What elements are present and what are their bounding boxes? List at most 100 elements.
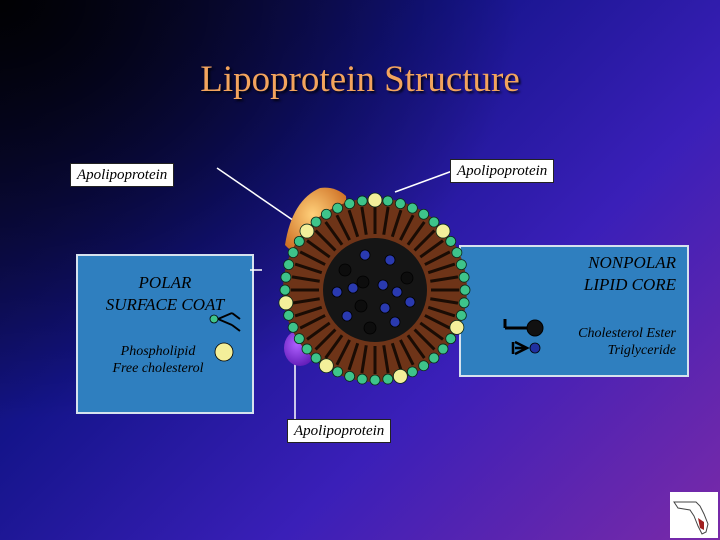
- cholesterol-ester-molecule: [363, 321, 377, 335]
- apolipoprotein-label-right: Apolipoprotein: [450, 159, 555, 183]
- phospholipid-head: [280, 271, 292, 283]
- phospholipid-head: [301, 343, 313, 355]
- phospholipid-icon: [209, 312, 241, 332]
- core-box-items: Cholesterol Ester Triglyceride: [540, 325, 676, 359]
- free-cholesterol-icon: [214, 342, 234, 362]
- phospholipid-tail: [424, 314, 451, 330]
- apolipoprotein-label-left: Apolipoprotein: [70, 163, 175, 187]
- free-cholesterol-label: Free cholesterol: [112, 361, 204, 376]
- phospholipid-tail: [347, 209, 360, 238]
- free-cholesterol-molecule: [392, 368, 408, 384]
- triglyceride-molecule: [404, 296, 416, 308]
- free-cholesterol-molecule: [449, 319, 465, 335]
- triglyceride-molecule: [341, 310, 353, 322]
- apolipoprotein-label-bottom: Apolipoprotein: [287, 419, 392, 443]
- polar-box-items: Phospholipid Free cholesterol: [92, 343, 242, 377]
- phospholipid-head: [332, 202, 344, 214]
- triglyceride-molecule: [389, 316, 401, 328]
- triglyceride-molecule: [384, 254, 396, 266]
- core-molecules: [331, 249, 416, 335]
- state-logo-icon: [670, 492, 718, 538]
- phospholipid-head: [344, 198, 356, 210]
- phospholipid-head: [279, 284, 291, 296]
- phospholipid-tail: [430, 297, 459, 305]
- triglyceride-molecule: [347, 282, 359, 294]
- phospholipid-head: [428, 352, 440, 364]
- phospholipid-tail: [406, 221, 426, 246]
- phospholipid-tail: [299, 314, 326, 330]
- phospholipid-tail: [291, 275, 320, 283]
- phospholipid-head: [451, 247, 463, 259]
- leader-line-apo-right: [394, 169, 456, 193]
- phospholipid-head: [382, 195, 394, 207]
- cholesterol-ester-molecule: [400, 271, 414, 285]
- phospholipid-tails: [291, 206, 459, 374]
- phospholipid-tail: [390, 209, 403, 238]
- phospholipid-tail: [291, 297, 320, 305]
- phospholipid-head: [287, 321, 299, 333]
- cholesterol-ester-molecule: [356, 275, 370, 289]
- free-cholesterol-molecule: [318, 358, 334, 374]
- polar-title-line1: POLAR: [138, 273, 192, 292]
- phospholipid-tail: [360, 206, 368, 235]
- phospholipid-head: [455, 259, 467, 271]
- phospholipid-tail: [314, 328, 337, 351]
- phospholipid-head: [406, 202, 418, 214]
- phospholipid-head: [283, 259, 295, 271]
- phospholipid-head: [310, 352, 322, 364]
- phospholipid-tail: [314, 229, 337, 252]
- phospholipid-tail: [299, 250, 326, 266]
- phospholipid-tail: [413, 328, 436, 351]
- core-title-line1: NONPOLAR: [588, 253, 676, 272]
- polar-surface-coat-box: [76, 254, 254, 414]
- phospholipid-tail: [335, 339, 351, 366]
- cholesterol-ester-molecule: [354, 299, 368, 313]
- free-cholesterol-molecule: [278, 295, 294, 311]
- phospholipid-tail: [306, 321, 331, 341]
- phospholipid-head: [293, 235, 305, 247]
- phospholipid-head: [369, 374, 381, 386]
- phospholipid-label: Phospholipid: [120, 344, 196, 359]
- phospholipid-head: [437, 343, 449, 355]
- phospholipid-head: [394, 198, 406, 210]
- phospholipid-tail: [424, 250, 451, 266]
- phospholipid-tail: [427, 305, 456, 318]
- phospholipid-head: [287, 247, 299, 259]
- phospholipid-tail: [360, 345, 368, 374]
- phospholipid-head: [382, 373, 394, 385]
- phospholipid-tail: [294, 262, 323, 275]
- core-box-title: NONPOLAR LIPID CORE: [470, 252, 676, 296]
- phospholipid-head: [445, 235, 457, 247]
- phospholipid-head: [310, 216, 322, 228]
- lipoprotein-particle: [278, 192, 471, 386]
- polar-title-line2: SURFACE COAT: [105, 295, 225, 314]
- free-cholesterol-molecule: [367, 192, 383, 208]
- phospholipid-head: [293, 333, 305, 345]
- phospholipid-tail: [419, 239, 444, 259]
- phospholipid-tail: [306, 239, 331, 259]
- phospholipid-tail: [427, 262, 456, 275]
- phospholipid-head: [418, 360, 430, 372]
- phospholipid-tail: [399, 339, 415, 366]
- cholesterol-ester-molecule: [338, 263, 352, 277]
- triglyceride-molecule: [377, 279, 389, 291]
- triglyceride-molecule: [379, 302, 391, 314]
- phospholipid-tail: [324, 221, 344, 246]
- triglyceride-label: Triglyceride: [607, 343, 676, 358]
- cholesterol-ester-icon: [503, 319, 544, 337]
- phospholipid-tail: [294, 305, 323, 318]
- core-title-line2: LIPID CORE: [583, 275, 676, 294]
- leader-line-apo-left: [216, 167, 301, 226]
- nonpolar-lipid-core-box: [459, 245, 689, 377]
- free-cholesterol-molecule: [299, 223, 315, 239]
- phospholipid-head: [320, 208, 332, 220]
- phospholipid-head: [455, 309, 467, 321]
- phospholipid-head: [356, 373, 368, 385]
- triglyceride-molecule: [391, 286, 403, 298]
- phospholipid-tail: [430, 275, 459, 283]
- phospholipid-head: [418, 208, 430, 220]
- phospholipid-head: [283, 309, 295, 321]
- phospholipid-tail: [419, 321, 444, 341]
